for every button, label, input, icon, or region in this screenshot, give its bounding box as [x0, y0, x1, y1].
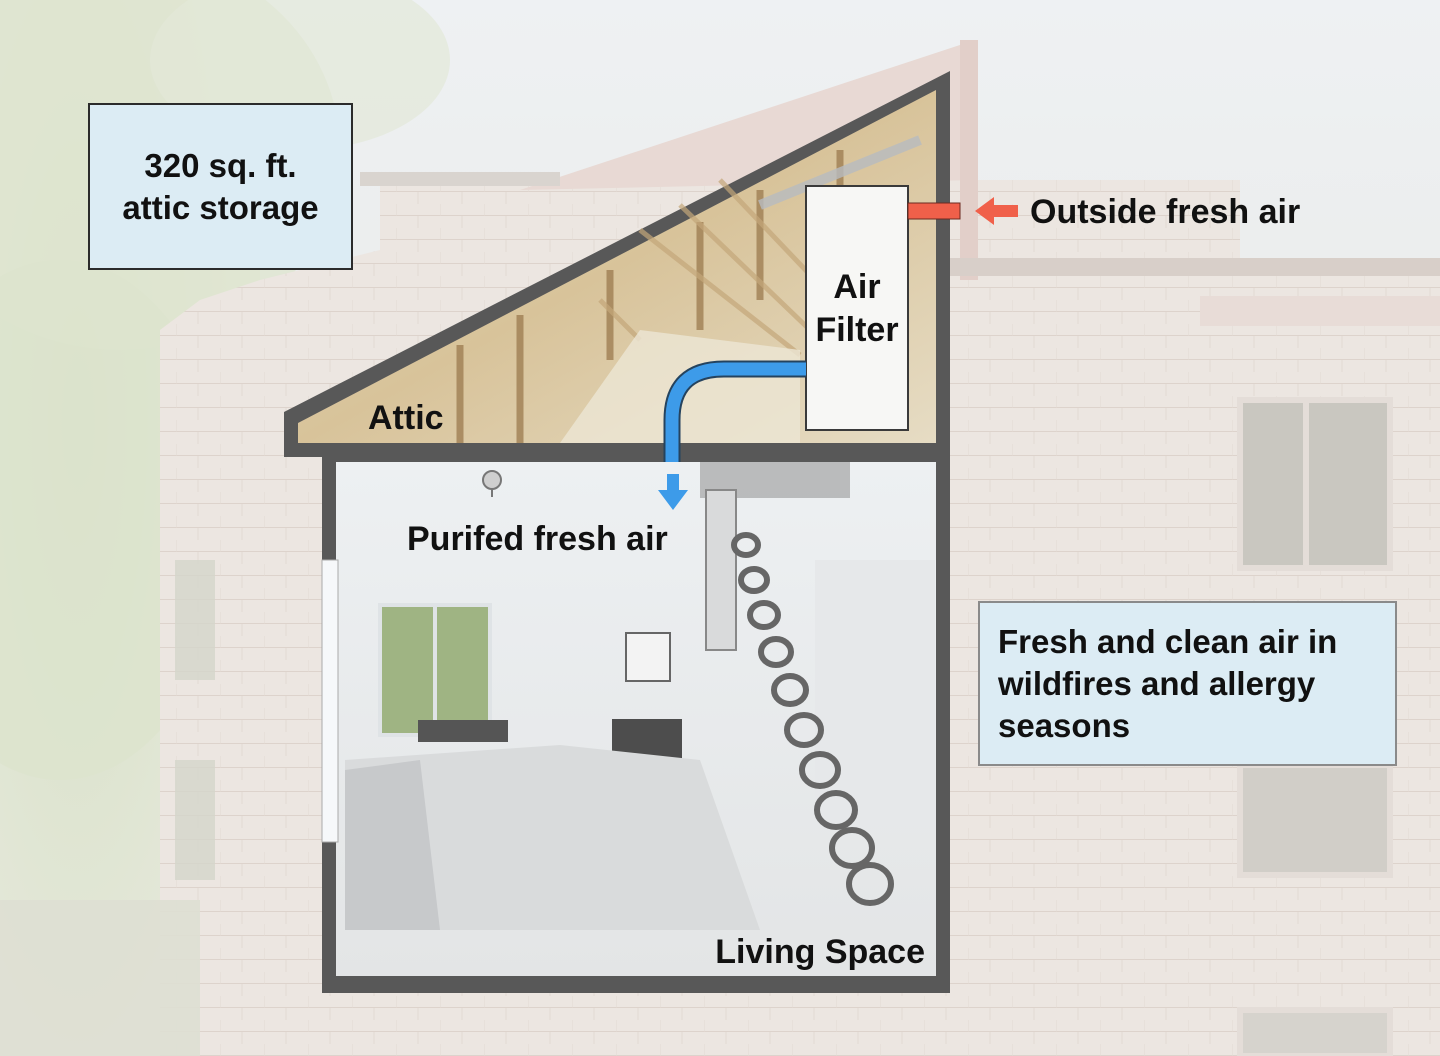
air-filter-label-line2: Filter — [815, 311, 898, 349]
outside-air-intake-duct — [907, 202, 961, 220]
folding-attic-ladder — [705, 489, 894, 906]
attic-storage-line2: attic storage — [122, 188, 319, 226]
side-window — [321, 559, 339, 843]
attic-storage-callout: 320 sq. ft. attic storage — [88, 103, 353, 270]
benefit-line3: seasons — [998, 706, 1131, 744]
attic-label: Attic — [368, 399, 444, 437]
room-photo-details — [345, 462, 935, 930]
benefit-line1: Fresh and clean air in — [998, 622, 1338, 660]
purified-air-duct — [665, 362, 806, 462]
purified-air-arrow-icon — [658, 474, 688, 510]
benefit-line2: wildfires and allergy — [998, 664, 1316, 702]
air-filter-label-line1: Air — [833, 268, 880, 306]
outside-fresh-air-label: Outside fresh air — [1030, 193, 1300, 231]
purified-fresh-air-label: Purifed fresh air — [407, 520, 668, 558]
clean-air-benefit-callout: Fresh and clean air in wildfires and all… — [978, 601, 1397, 766]
living-space-label: Living Space — [715, 933, 925, 971]
window-upper-right — [1237, 397, 1393, 571]
outside-air-arrow-icon — [975, 197, 1018, 225]
air-filter-unit — [805, 185, 909, 431]
attic-storage-line1: 320 sq. ft. — [144, 146, 297, 184]
